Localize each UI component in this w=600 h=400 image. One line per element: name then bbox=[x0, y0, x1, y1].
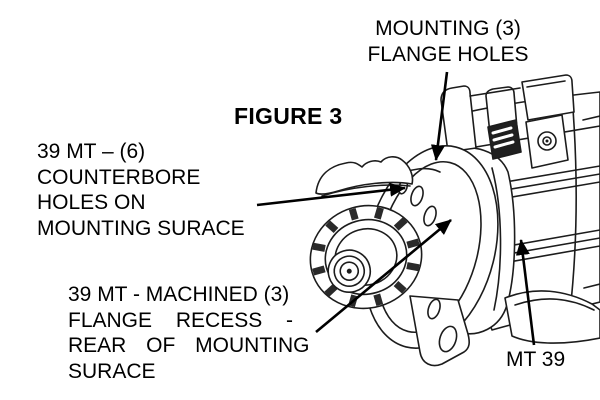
callout-machined-flange-recess: 39 MT - MACHINED (3) FLANGE RECESS - REA… bbox=[68, 282, 310, 384]
leader-arrow-mt39 bbox=[515, 239, 536, 346]
figure-title: FIGURE 3 bbox=[234, 103, 343, 129]
callout-line: FLANGE RECESS - bbox=[68, 308, 294, 332]
callout-line: HOLES ON bbox=[37, 191, 146, 214]
flange-hole bbox=[427, 298, 441, 320]
top-brackets bbox=[440, 74, 575, 153]
callout-line: MOUNTING (3) bbox=[375, 17, 521, 40]
leader-arrow-counterbore-holes bbox=[256, 182, 406, 207]
motor-drawing bbox=[309, 74, 600, 367]
leader-arrows bbox=[256, 71, 536, 346]
callout-counterbore-holes: 39 MT – (6) COUNTERBORE HOLES ON MOUNTIN… bbox=[37, 139, 245, 241]
shaft-end bbox=[327, 249, 372, 293]
callout-line: 39 MT – (6) bbox=[37, 140, 146, 163]
terminal-block bbox=[525, 114, 569, 169]
callout-line: 39 MT - MACHINED (3) bbox=[68, 283, 290, 306]
callout-mounting-flange-holes: MOUNTING (3) FLANGE HOLES bbox=[352, 16, 544, 67]
flange-hole bbox=[410, 185, 424, 207]
flange-foot bbox=[409, 295, 470, 367]
callout-mt39: MT 39 bbox=[506, 348, 566, 371]
pinion-gear bbox=[309, 204, 423, 310]
leader-arrow-flange-recess bbox=[315, 218, 452, 334]
callout-line: SURACE bbox=[68, 359, 156, 383]
flange-hole bbox=[423, 205, 437, 227]
gear-teeth bbox=[312, 206, 420, 308]
callout-line: MOUNTING SURACE bbox=[37, 216, 245, 240]
flange-hole-large bbox=[438, 325, 458, 353]
callout-line: REAR OF MOUNTING bbox=[68, 334, 310, 357]
leader-arrow-mounting-flange-holes bbox=[430, 71, 449, 161]
nameplate bbox=[487, 119, 522, 160]
callout-line: FLANGE HOLES bbox=[367, 42, 529, 66]
callout-line: COUNTERBORE bbox=[37, 165, 201, 189]
